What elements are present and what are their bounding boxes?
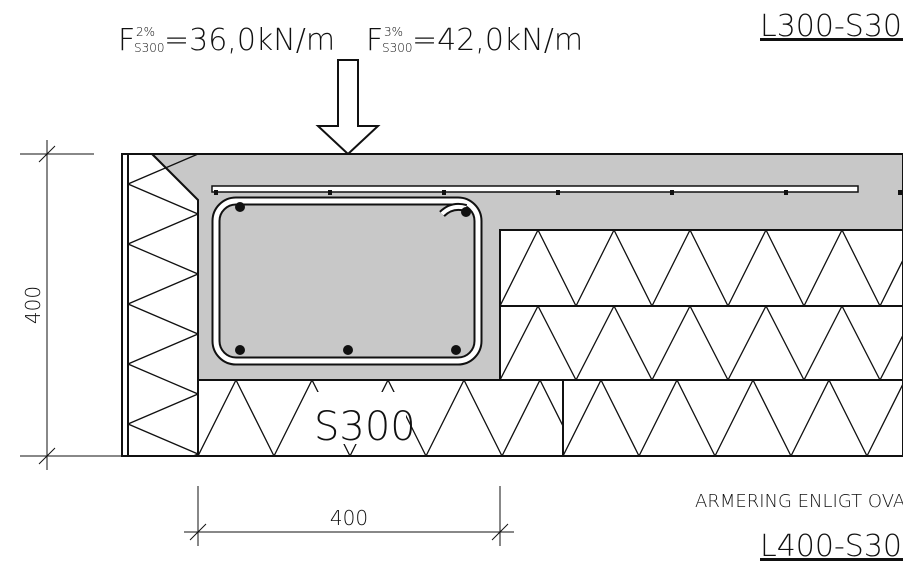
load-label-3pct: F 3% S300 =42,0kN/m [366, 23, 583, 58]
rebar-dots [235, 202, 471, 355]
dimension-height: 400 [20, 140, 122, 470]
section-title-top: L300-S300 [760, 9, 903, 44]
s300-block-right [562, 379, 903, 457]
s300-block-left: S300 [197, 379, 564, 457]
load-value: =36,0kN/m [164, 23, 335, 58]
dimension-height-label: 400 [21, 286, 45, 324]
load-subscript: S300 [134, 41, 165, 55]
block-label: S300 [314, 404, 416, 450]
section-title-bottom: L400-S300 [760, 529, 903, 563]
dimension-width-label: 400 [330, 506, 368, 530]
reinforcement-note: ARMERING ENLIGT OVA [695, 491, 903, 512]
insulation-block-middle [499, 305, 903, 381]
dimension-width: 400 [184, 486, 514, 546]
load-label-2pct: F 2% S300 =36,0kN/m [118, 23, 335, 58]
load-superscript: 3% [384, 25, 403, 39]
load-superscript: 2% [136, 25, 155, 39]
load-subscript: S300 [382, 41, 413, 55]
stirrup [211, 196, 483, 366]
top-reinforcement-bar [211, 185, 902, 195]
load-symbol: F [118, 23, 135, 58]
load-arrow [315, 59, 381, 156]
load-value: =42,0kN/m [412, 23, 583, 58]
load-symbol: F [366, 23, 383, 58]
insulation-left [121, 153, 199, 457]
insulation-block-upper [499, 229, 903, 307]
